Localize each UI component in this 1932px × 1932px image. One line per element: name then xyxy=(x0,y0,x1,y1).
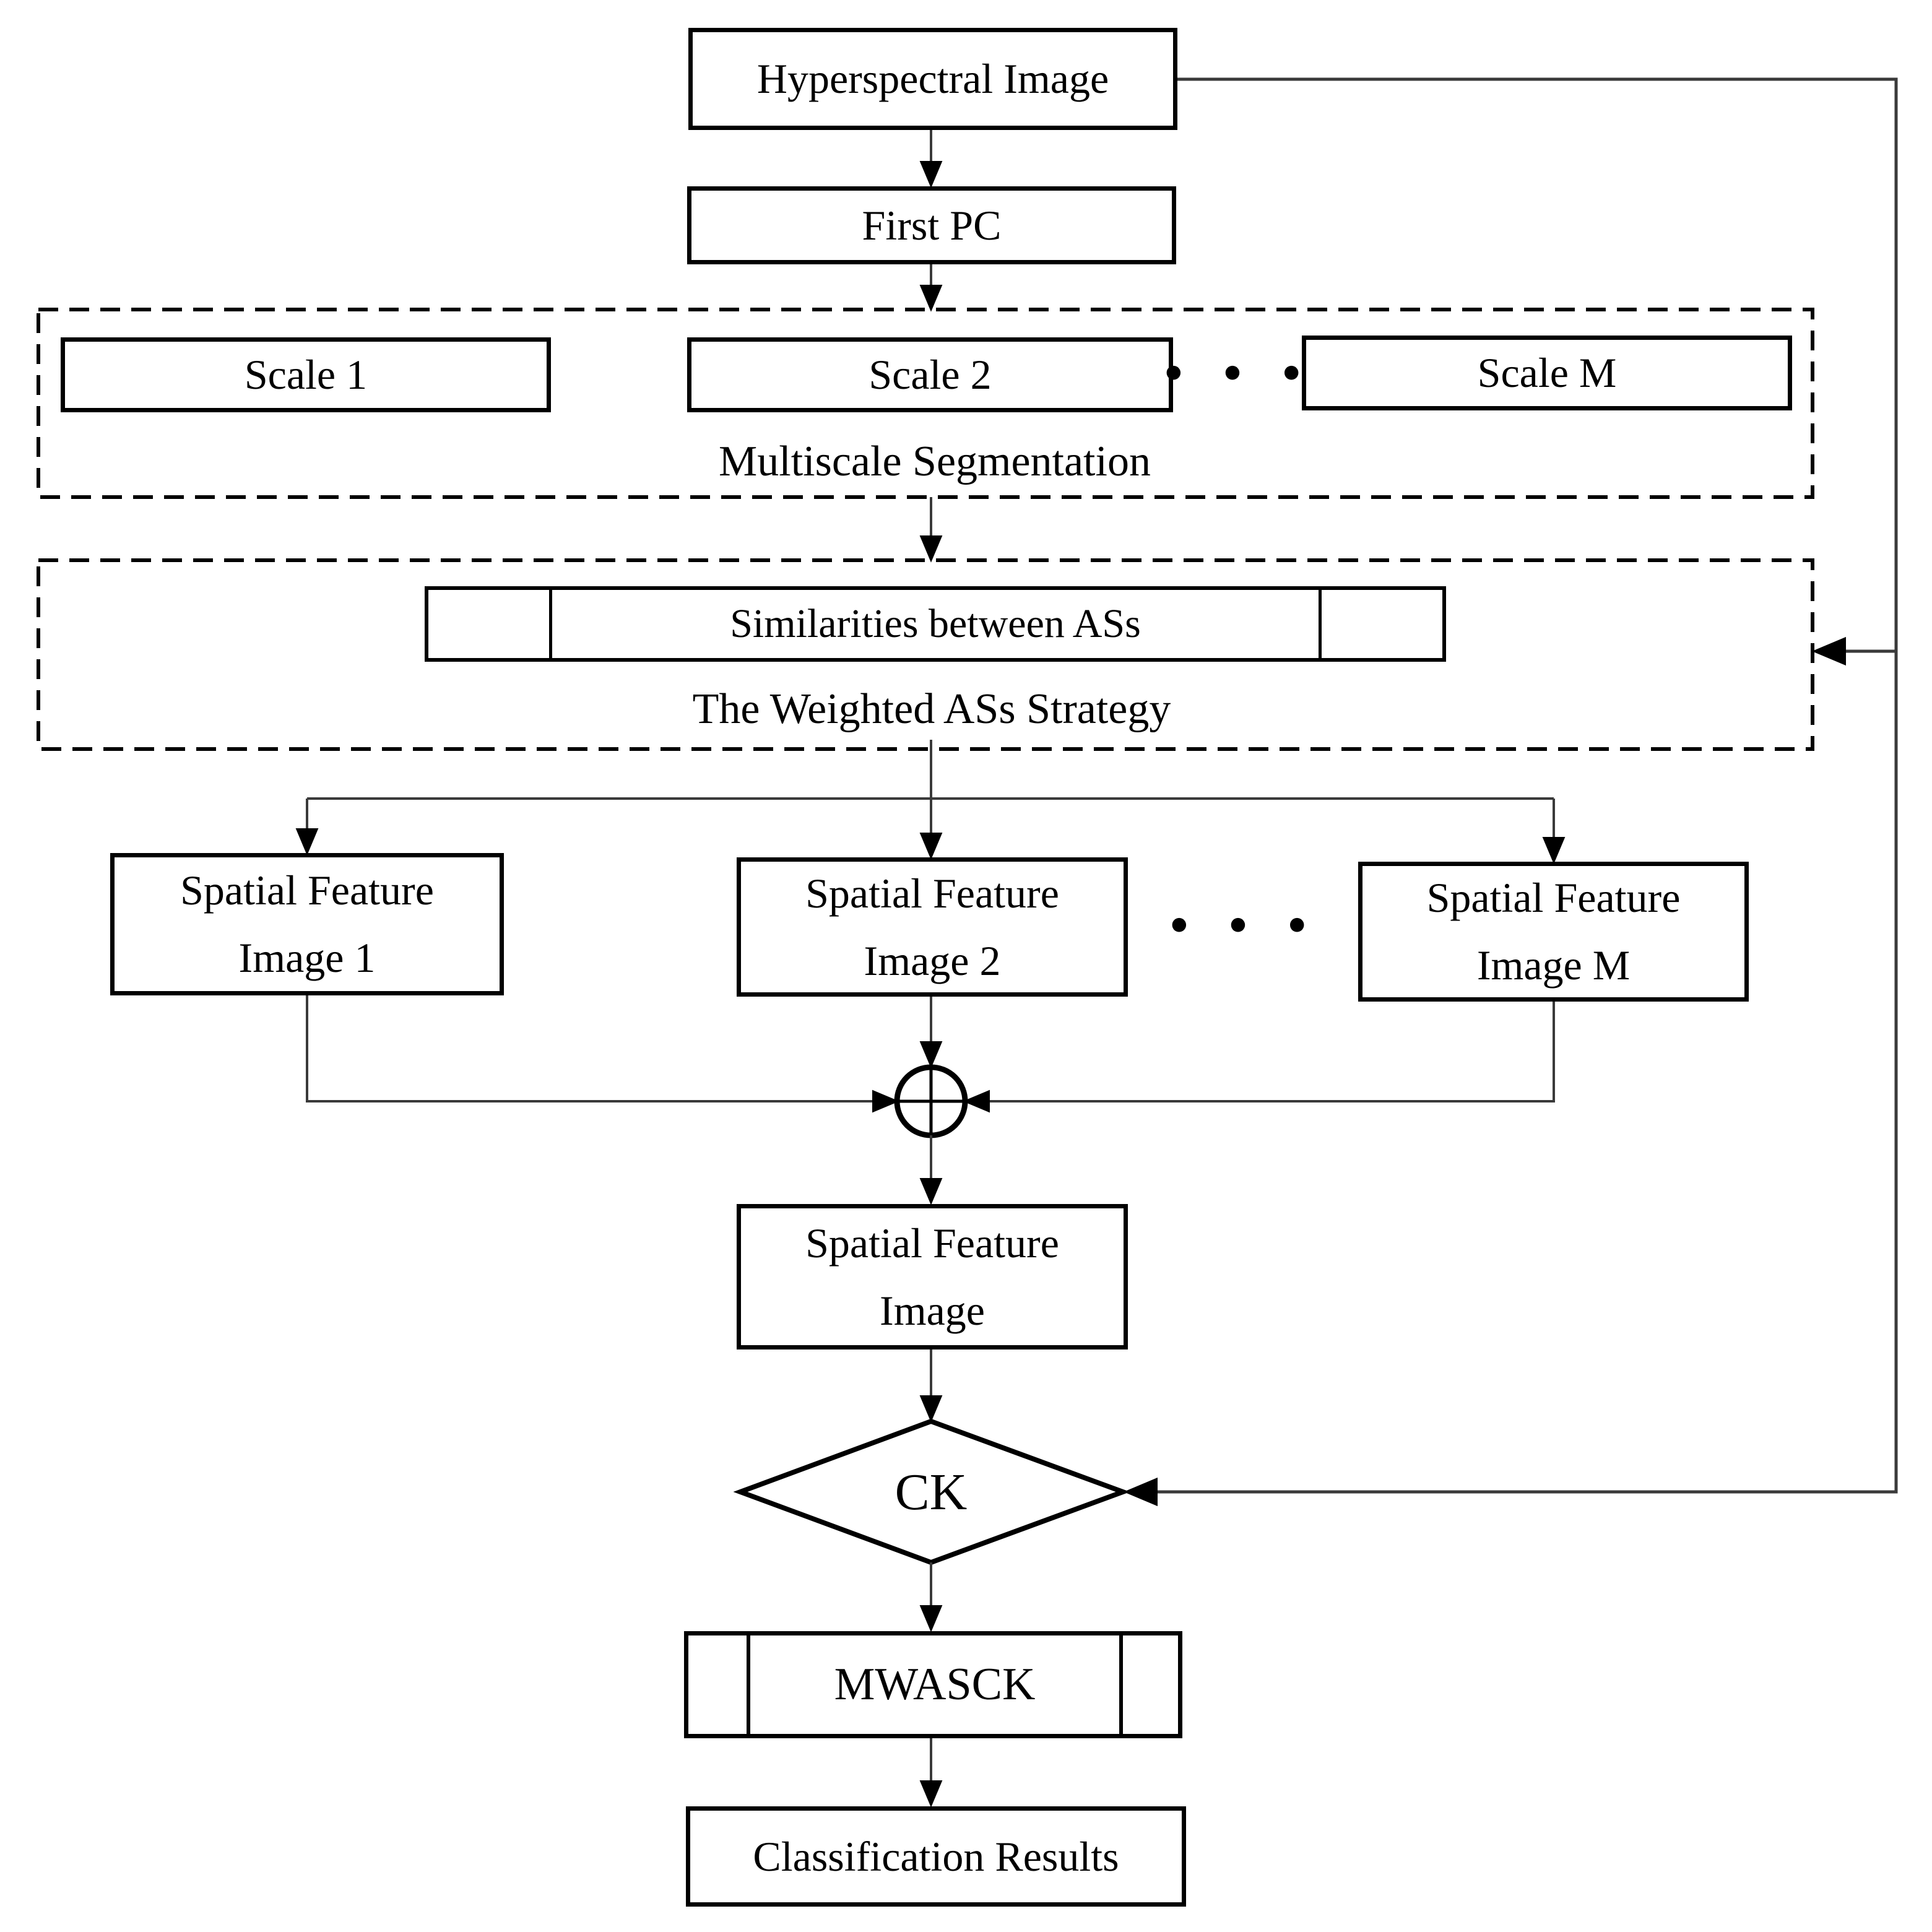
node-hyperspectral-image-label: Hyperspectral Image xyxy=(756,55,1109,103)
node-spatial-feature-combined-line2: Image xyxy=(880,1286,985,1334)
node-spatial-feature-1-line2: Image 1 xyxy=(238,934,376,981)
node-spatial-feature-1: Spatial Feature Image 1 xyxy=(110,853,504,995)
node-spatial-feature-combined: Spatial Feature Image xyxy=(737,1204,1128,1349)
line-spatial-m-to-sum xyxy=(963,1002,1555,1113)
multiscale-group-border xyxy=(37,308,1814,499)
node-first-pc-label: First PC xyxy=(862,201,1002,249)
node-first-pc: First PC xyxy=(687,186,1176,264)
mwasck-left-cell xyxy=(688,1635,750,1734)
node-classification-results: Classification Results xyxy=(686,1806,1186,1907)
node-spatial-feature-2: Spatial Feature Image 2 xyxy=(737,857,1128,997)
node-scale-m-label: Scale M xyxy=(1477,349,1617,397)
node-spatial-feature-combined-line1: Spatial Feature xyxy=(805,1219,1059,1267)
node-spatial-feature-m-line1: Spatial Feature xyxy=(1426,874,1681,922)
node-spatial-feature-2-line2: Image 2 xyxy=(864,937,1001,984)
ellipsis-scales: • • • xyxy=(1161,352,1314,397)
node-spatial-feature-1-line1: Spatial Feature xyxy=(180,867,434,914)
feedback-line xyxy=(1124,77,1898,1507)
weighted-group-caption: The Weighted ASs Strategy xyxy=(692,685,1171,733)
mwasck-right-cell xyxy=(1119,1635,1178,1734)
node-classification-results-label: Classification Results xyxy=(753,1832,1119,1880)
multiscale-group-caption: Multiscale Segmentation xyxy=(719,438,1151,485)
ellipsis-spatial: • • • xyxy=(1166,904,1320,950)
similarities-left-cell xyxy=(428,590,552,658)
line-spatial-1-to-sum xyxy=(306,995,899,1113)
node-similarities: Similarities between ASs xyxy=(425,586,1446,662)
node-similarities-label: Similarities between ASs xyxy=(730,601,1141,647)
node-mwasck: MWASCK xyxy=(684,1631,1182,1738)
node-scale-2: Scale 2 xyxy=(687,337,1173,412)
node-ck-label: CK xyxy=(895,1463,968,1521)
node-hyperspectral-image: Hyperspectral Image xyxy=(688,28,1177,130)
node-scale-2-label: Scale 2 xyxy=(869,351,992,399)
similarities-right-cell xyxy=(1319,590,1442,658)
node-mwasck-label: MWASCK xyxy=(834,1658,1036,1710)
node-scale-m: Scale M xyxy=(1302,336,1792,410)
node-spatial-feature-m: Spatial Feature Image M xyxy=(1358,862,1749,1002)
node-spatial-feature-m-line2: Image M xyxy=(1476,942,1631,989)
node-spatial-feature-2-line1: Spatial Feature xyxy=(805,869,1059,917)
node-scale-1-label: Scale 1 xyxy=(244,351,368,399)
node-scale-1: Scale 1 xyxy=(61,337,551,412)
